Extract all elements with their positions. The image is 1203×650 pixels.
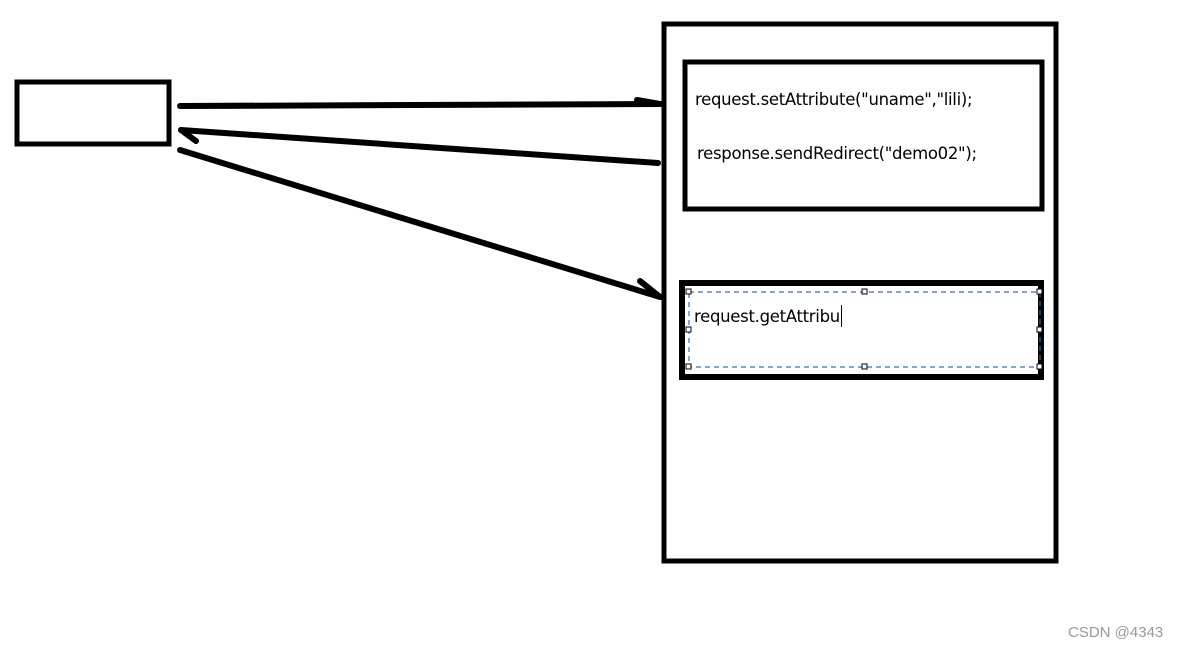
resize-handle[interactable] xyxy=(861,288,868,295)
text-edit-selection[interactable] xyxy=(685,288,1043,370)
resize-handle[interactable] xyxy=(685,363,692,370)
text-cursor xyxy=(840,305,842,327)
servlet-box-1 xyxy=(682,59,1045,212)
resize-handle[interactable] xyxy=(1036,326,1043,333)
resize-handle[interactable] xyxy=(685,288,692,295)
client-box xyxy=(14,79,172,147)
send-redirect-text: response.sendRedirect("demo02"); xyxy=(697,144,977,163)
server-box xyxy=(661,21,1059,564)
servlet-box-2 xyxy=(679,280,1044,380)
get-attribute-text: request.getAttribu xyxy=(694,307,840,326)
watermark: CSDN @4343 xyxy=(1068,624,1164,641)
redirect-arrow xyxy=(178,127,661,166)
resize-handle[interactable] xyxy=(861,363,868,370)
set-attribute-text: request.setAttribute("uname","lili); xyxy=(695,90,973,109)
resize-handle[interactable] xyxy=(685,326,692,333)
resize-handle[interactable] xyxy=(1036,288,1043,295)
request-arrow xyxy=(177,97,663,109)
resize-handle[interactable] xyxy=(1036,363,1043,370)
get-attribute-text-input[interactable]: request.getAttribu xyxy=(694,305,842,327)
second-request-arrow xyxy=(177,147,663,300)
